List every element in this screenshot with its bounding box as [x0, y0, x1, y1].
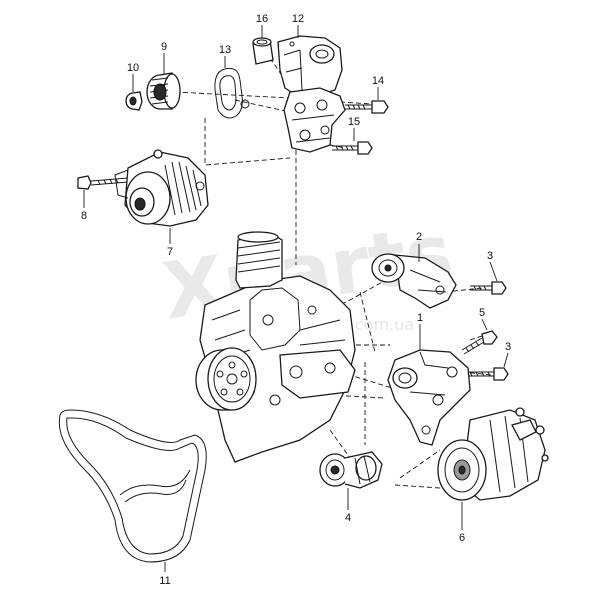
- callout-8: 8: [81, 210, 87, 222]
- callout-11: 11: [159, 575, 170, 587]
- part-14-bolt: [345, 100, 389, 114]
- callout-12: 12: [292, 13, 304, 25]
- part-12-bracket: [277, 35, 343, 99]
- part-10-pulley-cap: [125, 91, 143, 111]
- part-9-idler-pulley: [146, 72, 181, 110]
- callout-3-lower: 3: [505, 341, 511, 353]
- part-3-bolt-upper: [470, 281, 507, 295]
- engine-block: [199, 231, 356, 463]
- part-3-bolt-lower: [466, 367, 509, 381]
- part-4-idler-pulley: [319, 451, 383, 489]
- callout-6: 6: [459, 532, 465, 544]
- upper-mount-bracket: [283, 87, 346, 153]
- callout-14: 14: [372, 75, 384, 87]
- callout-7: 7: [167, 246, 173, 258]
- leader-lines: [83, 25, 509, 572]
- part-15-bolt: [332, 141, 373, 155]
- callout-3-upper: 3: [487, 250, 493, 262]
- part-13-gasket: [214, 67, 250, 119]
- part-5-bolt: [461, 330, 498, 355]
- part-2-tensioner: [371, 253, 457, 309]
- callout-5: 5: [479, 307, 485, 319]
- callout-1: 1: [417, 312, 423, 324]
- part-11-ribbed-belt: [58, 409, 207, 563]
- callout-10: 10: [127, 62, 139, 74]
- part-1-mount-bracket: [387, 349, 471, 446]
- part-8-bolt: [77, 175, 129, 190]
- part-6-ac-compressor: [437, 407, 549, 501]
- callout-15: 15: [348, 116, 360, 128]
- watermark-domain: com.ua: [355, 315, 414, 334]
- callouts: 16 12 13 9 10 14 15 8 7 2 3 5 1 3 4 6 11: [81, 13, 511, 587]
- crankshaft-pulley: [195, 347, 257, 411]
- callout-9: 9: [161, 41, 167, 53]
- callout-4: 4: [345, 512, 351, 524]
- callout-13: 13: [219, 44, 231, 56]
- callout-16: 16: [256, 13, 268, 25]
- part-7-alternator: [114, 149, 209, 227]
- callout-2: 2: [416, 231, 422, 243]
- part-16-bushing: [252, 37, 274, 65]
